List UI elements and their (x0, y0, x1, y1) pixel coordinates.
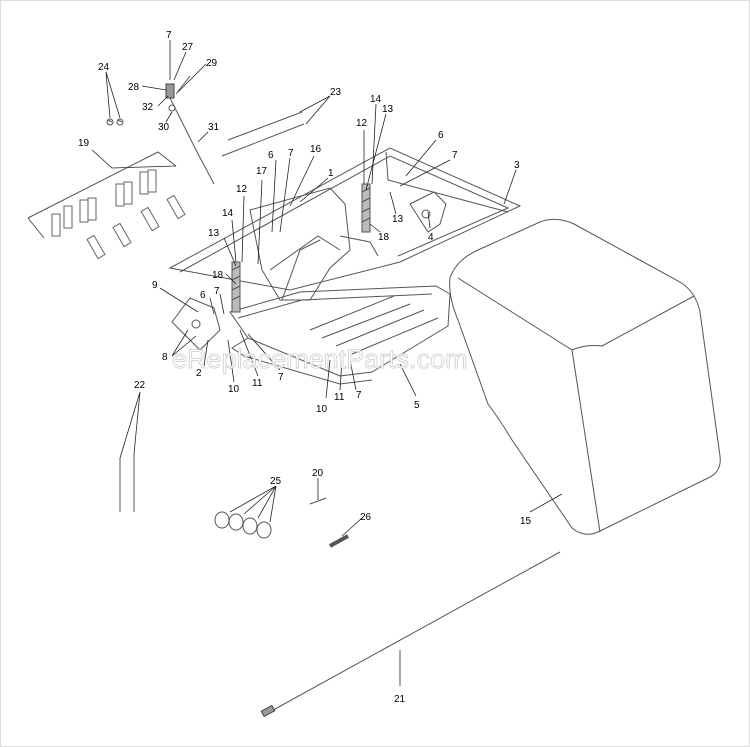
leader-lines (91, 40, 563, 686)
latch-assembly-part (106, 75, 215, 185)
callout-6: 6 (268, 150, 274, 161)
callout-13: 13 (392, 214, 404, 225)
callout-30: 30 (158, 122, 170, 133)
callout-12: 12 (356, 118, 368, 129)
callout-25: 25 (270, 476, 282, 487)
callout-labels: 7 27 24 28 29 32 30 31 23 19 14 13 12 6 … (78, 30, 532, 705)
callout-8: 8 (162, 352, 168, 363)
callout-6: 6 (438, 130, 444, 141)
decal-set-part (27, 151, 186, 260)
grass-bag-part (449, 218, 721, 535)
callout-3: 3 (514, 160, 520, 171)
callout-14: 14 (370, 94, 382, 105)
pin-part (309, 497, 327, 505)
callout-16: 16 (310, 144, 322, 155)
callout-14: 14 (222, 208, 234, 219)
callout-23: 23 (330, 87, 342, 98)
watermark-text: eReplacementParts.com (172, 344, 468, 374)
callout-7: 7 (214, 286, 220, 297)
grip-part (329, 534, 349, 548)
washer-set-part (214, 511, 272, 539)
spring-left-part (231, 261, 241, 313)
callout-19: 19 (78, 138, 90, 149)
callout-2: 2 (196, 368, 202, 379)
spring-right-part (361, 183, 371, 233)
callout-26: 26 (360, 512, 372, 523)
callout-22: 22 (134, 380, 146, 391)
callout-24: 24 (98, 62, 110, 73)
callout-11: 11 (252, 378, 263, 389)
callout-7: 7 (278, 372, 284, 383)
callout-15: 15 (520, 516, 532, 527)
rod-set-part (221, 111, 305, 157)
callout-13: 13 (208, 228, 220, 239)
callout-28: 28 (128, 82, 140, 93)
callout-5: 5 (414, 400, 420, 411)
callout-31: 31 (208, 122, 220, 133)
callout-6: 6 (200, 290, 206, 301)
callout-9: 9 (152, 280, 158, 291)
cable-part (265, 551, 561, 715)
top-frame-part (168, 147, 522, 291)
bracket-left-part (171, 297, 221, 351)
cable-end-part (260, 704, 276, 718)
callout-13: 13 (382, 104, 394, 115)
callout-20: 20 (312, 468, 324, 479)
callout-10: 10 (228, 384, 240, 395)
callout-7: 7 (288, 148, 294, 159)
callout-7: 7 (452, 150, 458, 161)
callout-32: 32 (142, 102, 154, 113)
callout-11: 11 (334, 392, 345, 403)
callout-18: 18 (378, 232, 390, 243)
callout-18: 18 (212, 270, 224, 281)
long-rod-pair-part (119, 454, 135, 512)
callout-7: 7 (356, 390, 362, 401)
callout-17: 17 (256, 166, 268, 177)
callout-10: 10 (316, 404, 328, 415)
callout-21: 21 (394, 694, 406, 705)
callout-1: 1 (328, 168, 334, 179)
bracket-right-part (409, 191, 447, 233)
callout-27: 27 (182, 42, 194, 53)
callout-12: 12 (236, 184, 248, 195)
callout-4: 4 (428, 232, 434, 243)
callout-7: 7 (166, 30, 172, 41)
bagger-frame-part (229, 285, 451, 385)
hitch-plate-part (249, 187, 379, 301)
callout-29: 29 (206, 58, 218, 69)
